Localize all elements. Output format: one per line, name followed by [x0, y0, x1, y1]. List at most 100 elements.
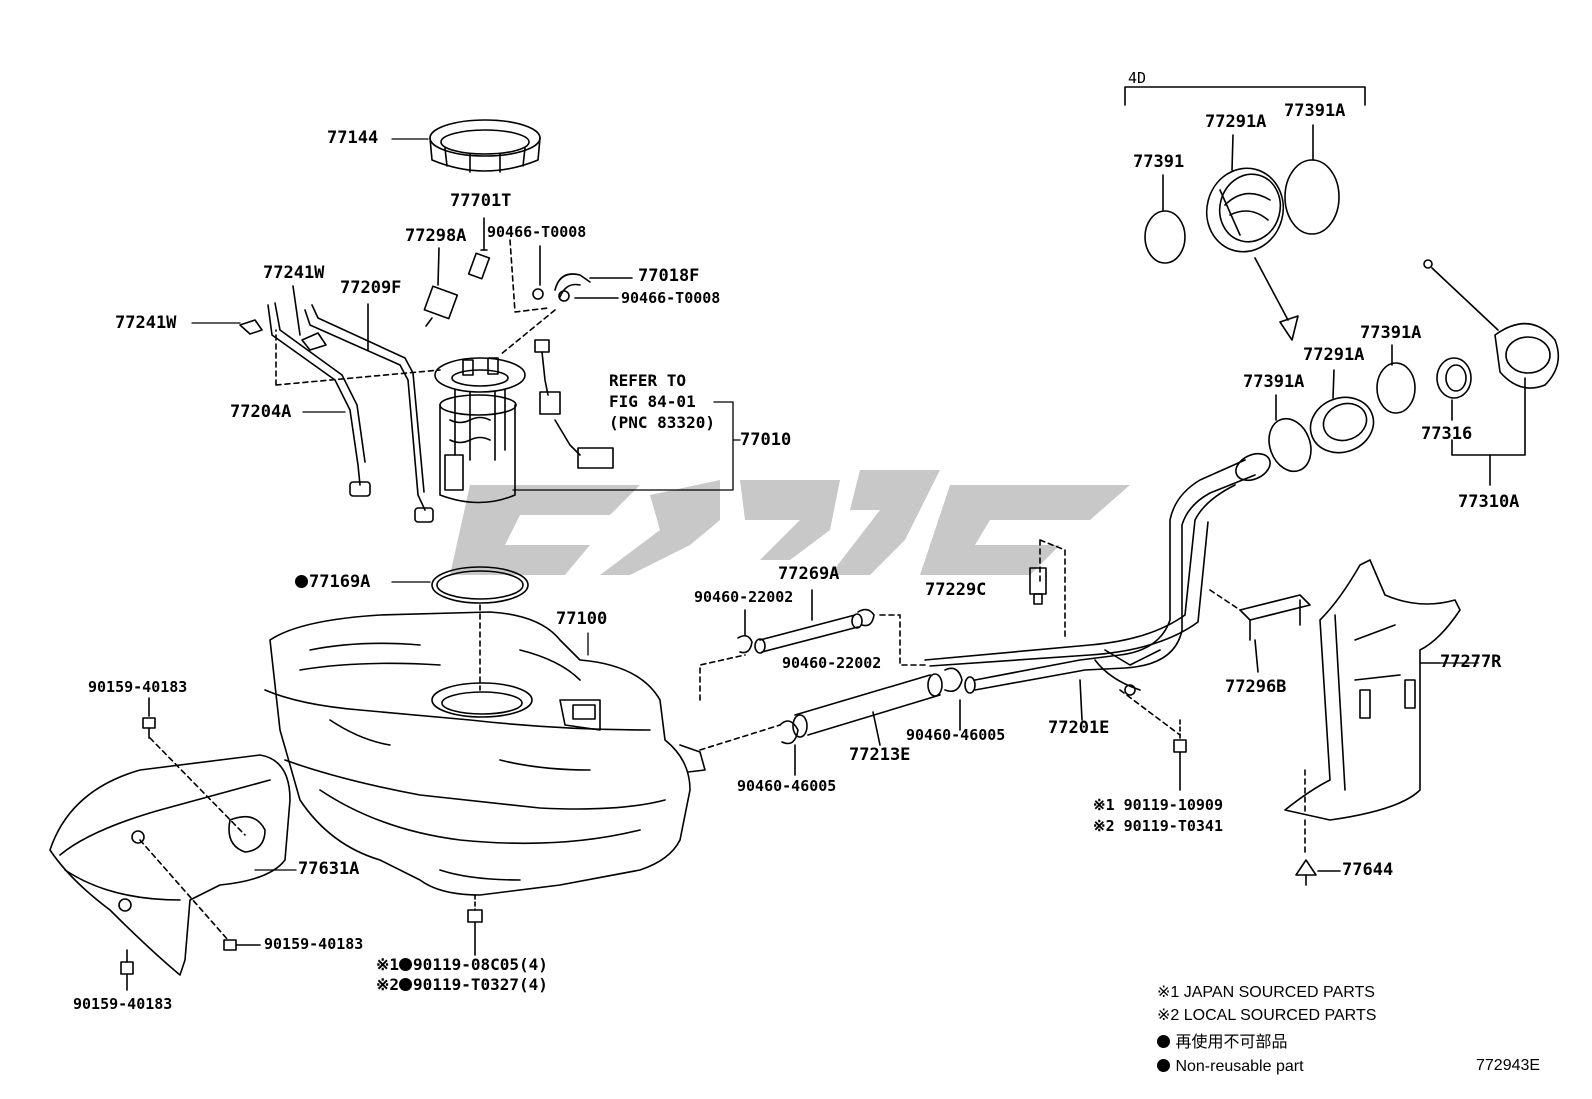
fuel-cap-77310A: [1423, 259, 1560, 486]
legend-non-reusable-jp: 再使用不可部品: [1157, 1035, 1287, 1051]
ref-marker-1: ※1: [376, 955, 400, 974]
bracket-77296B: [1209, 589, 1311, 673]
gasket-77391A-lower: [1268, 417, 1312, 473]
label-90119-08C05-text: 90119-08C05(4): [413, 955, 548, 974]
non-reusable-dot: [1157, 1035, 1170, 1048]
legend-non-reusable-jp-text: 再使用不可部品: [1175, 1034, 1288, 1051]
label-77298A: 77298A: [405, 226, 467, 246]
non-reusable-dot: [295, 575, 308, 588]
fuel-tank-77100: [264, 611, 706, 896]
gasket-77316: [1436, 357, 1472, 421]
gasket-77391A-right: [1376, 362, 1416, 414]
label-90159-40183-b: 90159-40183: [264, 935, 364, 953]
non-reusable-dot: [399, 958, 413, 971]
label-77229C: 77229C: [925, 580, 987, 600]
fuel-pump-module-77010: [434, 357, 526, 504]
label-77204A: 77204A: [230, 402, 292, 422]
gasket-77391A-top: [1284, 159, 1340, 235]
label-90119-T0341-text: 90119-T0341: [1123, 817, 1223, 835]
label-90460-46005-b: 90460-46005: [737, 777, 837, 795]
label-77277R: 77277R: [1440, 652, 1502, 672]
arrow-down: [1254, 257, 1299, 341]
label-77310A: 77310A: [1458, 492, 1520, 512]
leader-lines: [191, 138, 1479, 871]
legend-local-sourced: ※2 LOCAL SOURCED PARTS: [1157, 1007, 1377, 1024]
ref-marker-2: ※2: [376, 975, 400, 994]
refer-note-line1: REFER TO: [609, 371, 687, 390]
label-90119-08C05: ※1 90119-08C05(4): [376, 957, 548, 973]
non-reusable-dot: [399, 978, 413, 991]
inlet-77291A-lower: [1309, 369, 1375, 454]
label-77100: 77100: [556, 609, 608, 629]
bolt-90159-40183-mid: [223, 939, 261, 951]
label-77291A-a: 77291A: [1205, 112, 1267, 132]
label-77316: 77316: [1421, 424, 1473, 444]
bolt-90159-40183-top: [142, 697, 156, 739]
label-77391A-c: 77391A: [1243, 372, 1305, 392]
clip-77229C: [1029, 567, 1047, 605]
label-77144: 77144: [327, 128, 379, 148]
label-90466-T0008-b: 90466-T0008: [621, 289, 721, 307]
label-90119-10909-text: 90119-10909: [1123, 796, 1223, 814]
gasket-77391: [1144, 210, 1186, 264]
label-77296B: 77296B: [1225, 677, 1287, 697]
locking-ring-77144: [429, 119, 541, 173]
hose-77018F: [499, 239, 633, 356]
inlet-box-77291A-top: [1205, 134, 1285, 253]
check-valve-77701T: [467, 217, 491, 280]
filler-pipe-77201E: [924, 452, 1271, 736]
ref-marker-1: ※1: [1093, 796, 1115, 814]
label-77269A: 77269A: [778, 564, 840, 584]
bracket-4D: [1124, 86, 1366, 106]
fuel-tube-77204A: [267, 302, 441, 497]
label-90119-T0327-text: 90119-T0327(4): [413, 975, 548, 994]
label-90460-22002-b: 90460-22002: [782, 654, 882, 672]
refer-note-line3: (PNC 83320): [609, 413, 715, 432]
ref-marker-2: ※2: [1093, 817, 1115, 835]
protector-77277R: [1284, 559, 1461, 853]
label-77701T: 77701T: [450, 191, 512, 211]
bolt-90119-tank: [467, 894, 483, 956]
label-77169A-text: 77169A: [309, 572, 371, 592]
label-77241W-a: 77241W: [263, 263, 325, 283]
label-90466-T0008-a: 90466-T0008: [487, 223, 587, 241]
label-77631A: 77631A: [298, 859, 360, 879]
legend-non-reusable-en: Non-reusable part: [1157, 1059, 1304, 1075]
legend-non-reusable-en-text: Non-reusable part: [1175, 1058, 1304, 1075]
label-77201E: 77201E: [1048, 718, 1110, 738]
fuel-sender-gauge: [534, 339, 614, 469]
label-90119-T0327: ※2 90119-T0327(4): [376, 977, 548, 993]
label-90460-22002-a: 90460-22002: [694, 588, 794, 606]
label-77241W-b: 77241W: [115, 313, 177, 333]
label-77010: 77010: [740, 430, 792, 450]
filter-77298A: [423, 247, 459, 327]
hose-77213E: [699, 667, 963, 776]
figure-id: 772943E: [1476, 1057, 1541, 1074]
label-77213E: 77213E: [849, 745, 911, 765]
clip-77241W: [239, 285, 327, 351]
non-reusable-dot: [1157, 1059, 1170, 1072]
clip-77644: [1295, 859, 1341, 886]
label-77209F: 77209F: [340, 278, 402, 298]
label-77291A-b: 77291A: [1303, 345, 1365, 365]
label-77169A: 77169A: [295, 574, 370, 591]
fuel-tube-77209F: [304, 303, 434, 523]
label-90119-T0341: ※2 90119-T0341: [1093, 819, 1223, 834]
legend-japan-sourced: ※1 JAPAN SOURCED PARTS: [1157, 984, 1375, 1001]
label-77018F: 77018F: [638, 266, 700, 286]
hose-77269A: [699, 589, 926, 701]
watermark-logo: [450, 470, 1130, 575]
bolt-90159-40183-bottom: [120, 949, 134, 991]
label-77391A-a: 77391A: [1284, 101, 1346, 121]
label-77391A-b: 77391A: [1360, 323, 1422, 343]
insulator-77631A: [49, 737, 291, 976]
bolt-90119-filler: [1173, 719, 1187, 791]
label-77391: 77391: [1133, 152, 1185, 172]
label-90159-40183-c: 90159-40183: [73, 995, 173, 1013]
label-90159-40183-a: 90159-40183: [88, 678, 188, 696]
label-90119-10909: ※1 90119-10909: [1093, 798, 1223, 813]
gasket-77169A: [431, 566, 529, 604]
label-90460-46005-a: 90460-46005: [906, 726, 1006, 744]
label-77644: 77644: [1342, 860, 1394, 880]
